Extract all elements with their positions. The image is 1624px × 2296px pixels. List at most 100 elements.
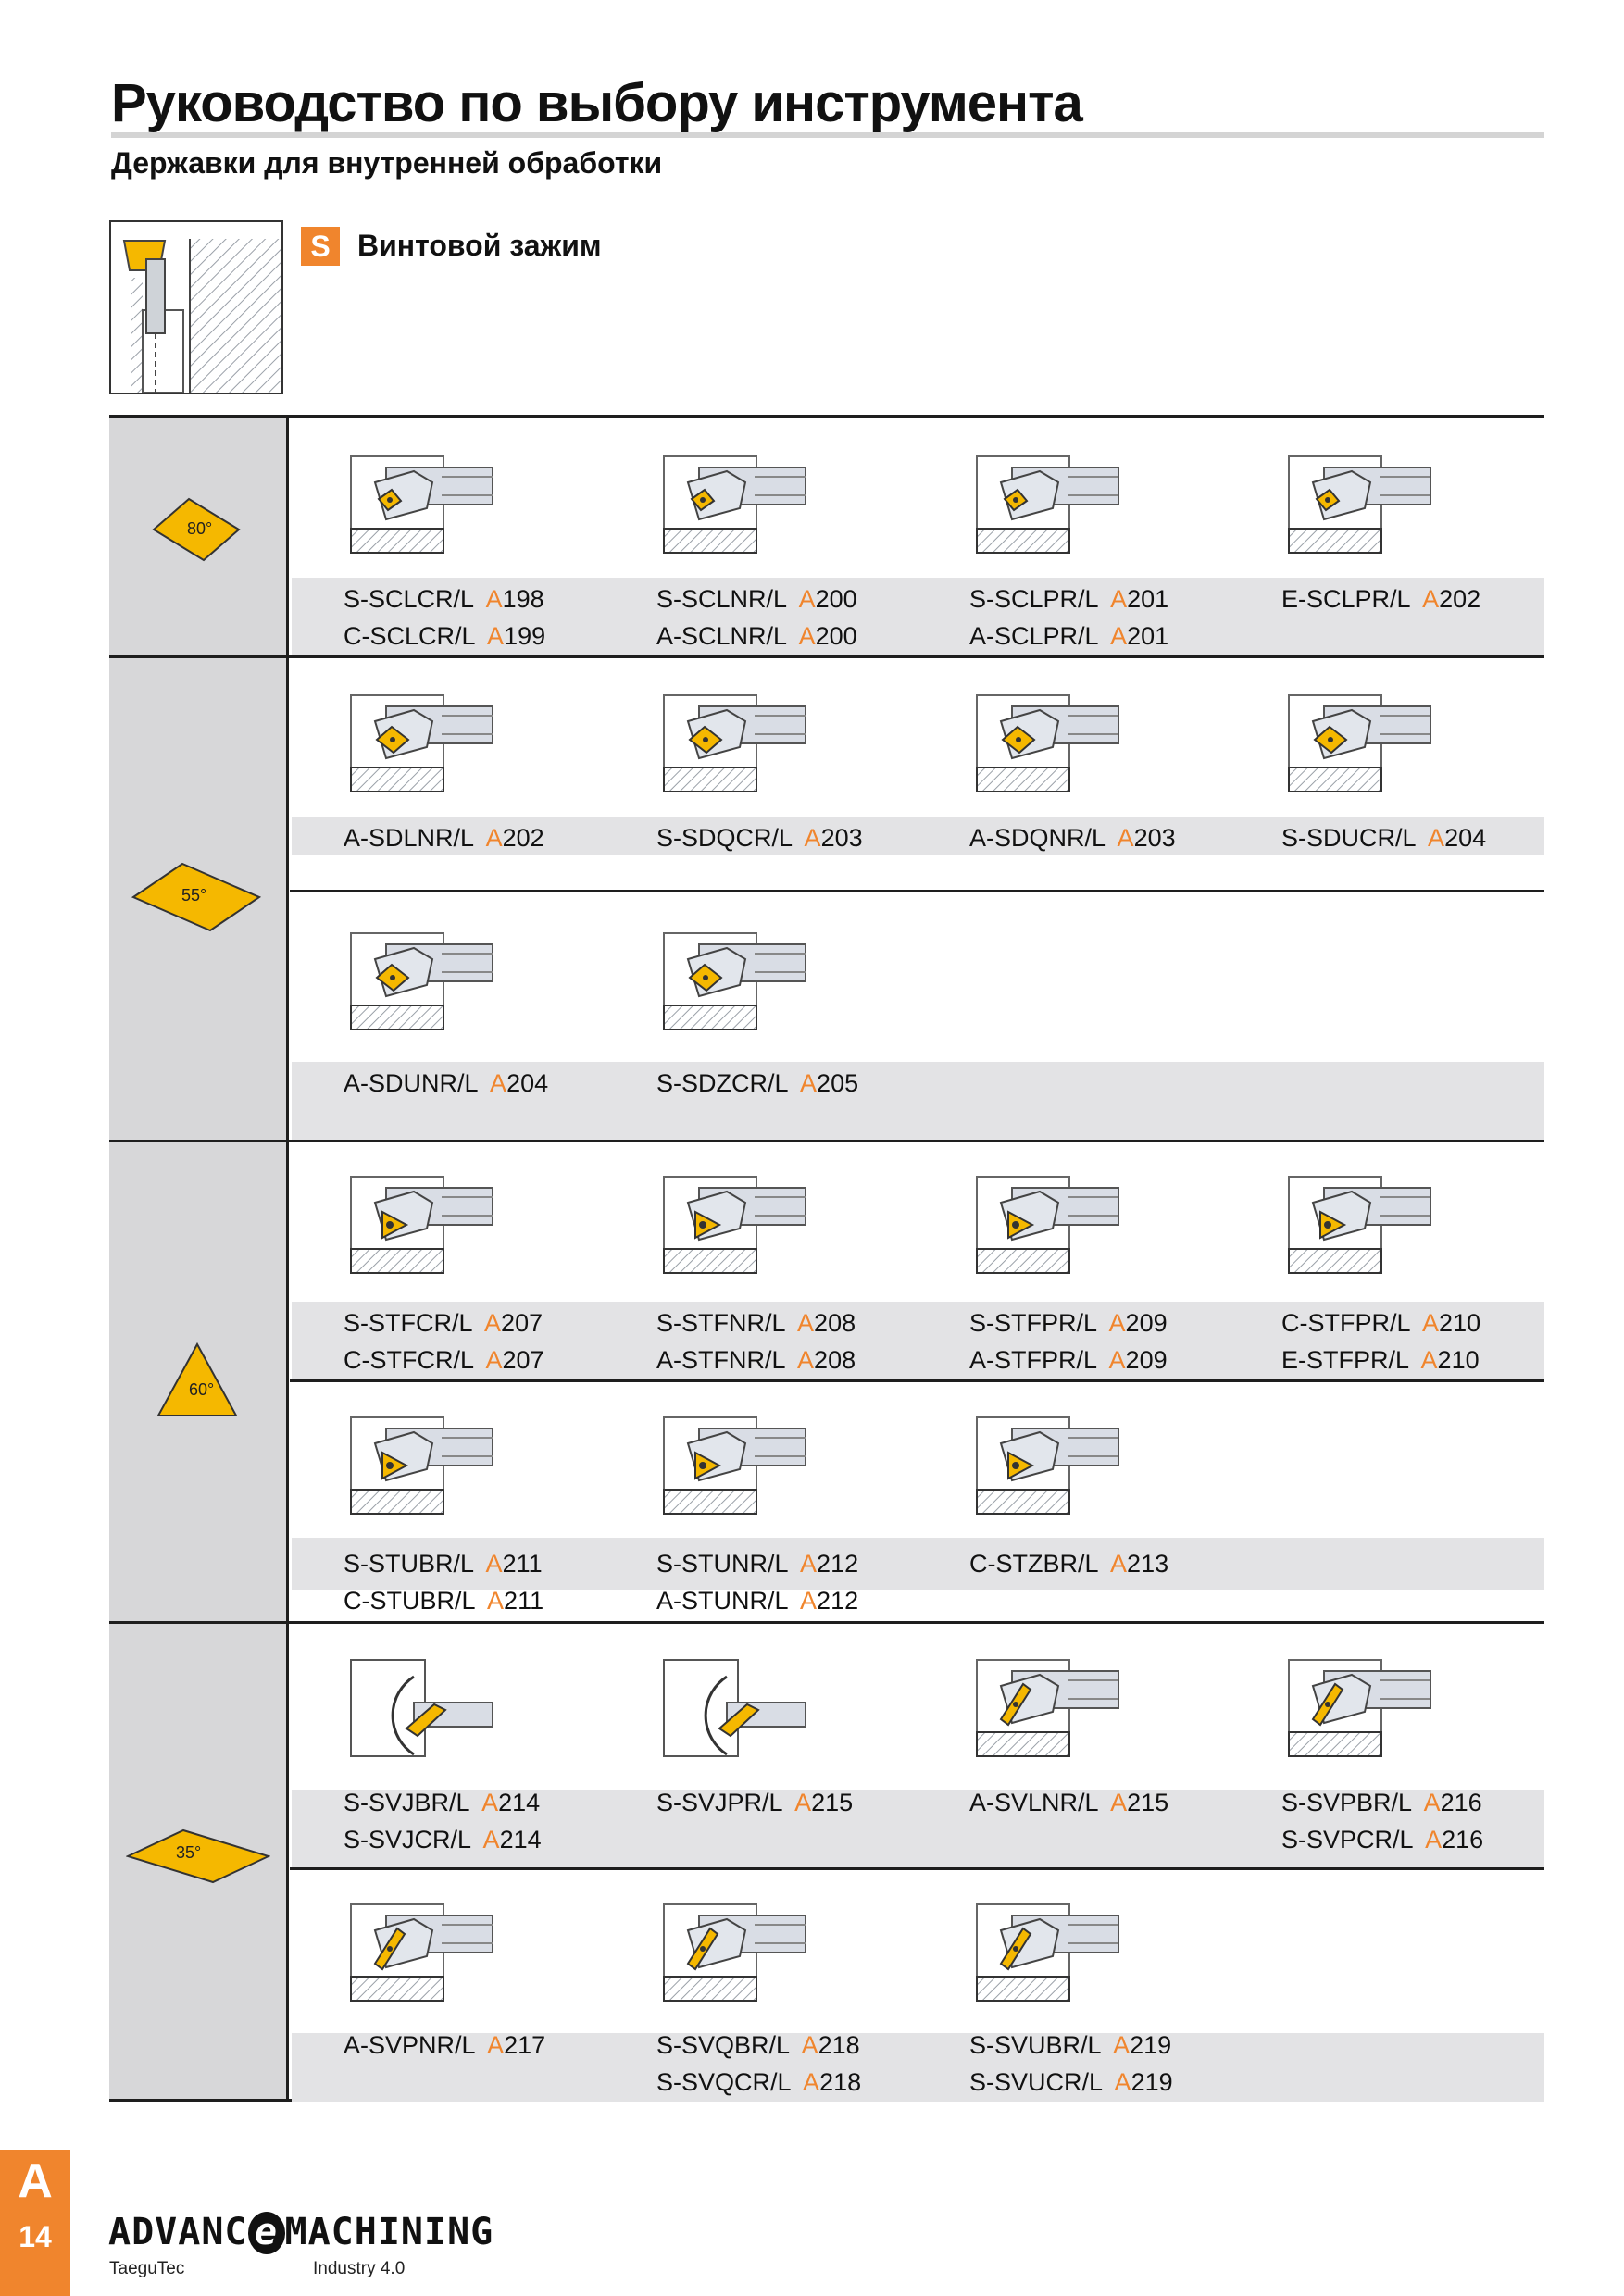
holder-code-line[interactable]: S-SCLCR/L A198 <box>344 580 545 618</box>
page-ref-number: 203 <box>1133 824 1176 852</box>
holder-code-line[interactable]: C-STFPR/L A210 <box>1281 1304 1480 1341</box>
holder-code-line[interactable]: S-SVUBR/L A219 <box>969 2027 1173 2064</box>
page-ref-prefix: A <box>490 1069 507 1097</box>
holder-code: S-SDUCR/L <box>1281 824 1429 852</box>
holder-diagram <box>1287 1175 1435 1277</box>
holder-diagram <box>1287 455 1435 556</box>
holder-code-line[interactable]: S-SVJBR/L A214 <box>344 1784 542 1821</box>
boring-bar-icon <box>350 1416 493 1515</box>
logo-text-left: ADVANC <box>108 2211 248 2253</box>
holder-code-line[interactable]: S-SVQCR/L A218 <box>656 2064 861 2101</box>
holder-code: S-SDQCR/L <box>656 824 805 852</box>
holder-code-line[interactable]: C-SCLCR/L A199 <box>344 618 545 655</box>
holder-code: A-SVLNR/L <box>969 1789 1111 1816</box>
holder-code-line[interactable]: S-STFCR/L A207 <box>344 1304 544 1341</box>
holder-code-line[interactable]: S-SDQCR/L A203 <box>656 819 863 856</box>
holder-code-line[interactable]: S-STFNR/L A208 <box>656 1304 856 1341</box>
holder-diagram <box>662 1175 810 1277</box>
holder-code: C-STFPR/L <box>1281 1309 1423 1337</box>
clamp-type-badge: S <box>301 227 340 266</box>
page-subtitle: Державки для внутренней обработки <box>111 146 663 180</box>
boring-bar-icon <box>663 1416 806 1515</box>
code-band <box>292 817 1544 855</box>
boring-bar-icon <box>1288 1176 1431 1274</box>
rhombus-35-icon <box>126 1828 270 1884</box>
holder-code-line[interactable]: A-SDUNR/L A204 <box>344 1065 548 1102</box>
holder-code-line[interactable]: A-SVPNR/L A217 <box>344 2027 545 2064</box>
holder-code-line[interactable]: C-STUBR/L A211 <box>344 1582 543 1619</box>
holder-diagram <box>662 693 810 795</box>
page-ref-number: 200 <box>815 585 857 613</box>
logo-e-mark: e <box>247 2212 285 2254</box>
holder-code-line[interactable]: S-SVJCR/L A214 <box>344 1821 542 1858</box>
holder-codes: S-SDZCR/L A205 <box>656 1065 858 1102</box>
holder-code-line[interactable]: S-SCLNR/L A200 <box>656 580 857 618</box>
holder-code-line[interactable]: S-STUBR/L A211 <box>344 1545 543 1582</box>
section-tab <box>0 2150 70 2296</box>
holder-code-line[interactable]: S-SVPCR/L A216 <box>1281 1821 1483 1858</box>
code-band <box>292 1062 1544 1140</box>
holder-code-line[interactable]: A-STUNR/L A212 <box>656 1582 858 1619</box>
holder-diagram <box>349 1416 497 1517</box>
logo-text-right: MACHINING <box>284 2211 494 2253</box>
holder-code-line[interactable]: S-SVQBR/L A218 <box>656 2027 861 2064</box>
page-ref-prefix: A <box>803 2068 820 2096</box>
holder-code: A-STFNR/L <box>656 1346 798 1374</box>
holder-diagram <box>975 1658 1123 1760</box>
holder-code-line[interactable]: A-SDQNR/L A203 <box>969 819 1176 856</box>
holder-code-line[interactable]: S-STUNR/L A212 <box>656 1545 858 1582</box>
code-band <box>292 1302 1544 1379</box>
holder-codes: A-SDQNR/L A203 <box>969 819 1176 856</box>
holder-code: S-SDZCR/L <box>656 1069 801 1097</box>
boring-bar-icon <box>350 1659 493 1757</box>
holder-codes: S-SDUCR/L A204 <box>1281 819 1486 856</box>
holder-code: S-SVJBR/L <box>344 1789 482 1816</box>
holder-code-line[interactable]: S-SCLPR/L A201 <box>969 580 1168 618</box>
holder-code-line[interactable]: A-SCLPR/L A201 <box>969 618 1168 655</box>
holder-code-line[interactable]: C-STFCR/L A207 <box>344 1341 544 1379</box>
page-ref-prefix: A <box>797 1346 815 1374</box>
holder-diagram <box>349 1658 497 1760</box>
boring-bar-icon <box>350 1903 493 2002</box>
holder-code-line[interactable]: C-STZBR/L A213 <box>969 1545 1168 1582</box>
holder-code: C-STUBR/L <box>344 1587 488 1615</box>
screw-clamp-diagram <box>109 220 283 394</box>
holder-code-line[interactable]: S-SDUCR/L A204 <box>1281 819 1486 856</box>
holder-diagram <box>975 1416 1123 1517</box>
holder-code-line[interactable]: E-STFPR/L A210 <box>1281 1341 1480 1379</box>
holder-code-line[interactable]: S-SVUCR/L A219 <box>969 2064 1173 2101</box>
holder-code: S-SVQCR/L <box>656 2068 804 2096</box>
page-ref-number: 212 <box>817 1550 859 1578</box>
holder-code-line[interactable]: A-SCLNR/L A200 <box>656 618 857 655</box>
page-ref-prefix: A <box>1110 1789 1128 1816</box>
holder-code-line[interactable]: A-STFPR/L A209 <box>969 1341 1168 1379</box>
page-ref-number: 215 <box>1127 1789 1169 1816</box>
holder-code-line[interactable]: S-SVPBR/L A216 <box>1281 1784 1483 1821</box>
page-ref-prefix: A <box>487 1587 505 1615</box>
holder-code-line[interactable]: A-SDLNR/L A202 <box>344 819 544 856</box>
code-band <box>292 1538 1544 1590</box>
holder-code: S-SVPBR/L <box>1281 1789 1424 1816</box>
clamp-type-label: Винтовой зажим <box>357 229 602 262</box>
holder-code-line[interactable]: A-STFNR/L A208 <box>656 1341 856 1379</box>
holder-code-line[interactable]: E-SCLPR/L A202 <box>1281 580 1480 618</box>
boring-bar-icon <box>663 1176 806 1274</box>
insert-angle-label: 55° <box>181 886 207 905</box>
holder-code-line[interactable]: S-SDZCR/L A205 <box>656 1065 858 1102</box>
page-ref-number: 202 <box>502 824 544 852</box>
holder-code-line[interactable]: A-SVLNR/L A215 <box>969 1784 1168 1821</box>
holder-diagram <box>975 1903 1123 2004</box>
page-ref-number: 208 <box>814 1309 856 1337</box>
holder-code: S-SCLNR/L <box>656 585 799 613</box>
holder-code: S-SVUBR/L <box>969 2031 1114 2059</box>
holder-code-line[interactable]: S-SVJPR/L A215 <box>656 1784 853 1821</box>
page-ref-number: 198 <box>502 585 544 613</box>
holder-code: S-SVJCR/L <box>344 1826 483 1853</box>
holder-diagram <box>1287 693 1435 795</box>
holder-code-line[interactable]: S-STFPR/L A209 <box>969 1304 1168 1341</box>
page-ref-number: 214 <box>498 1789 541 1816</box>
logo-brand: TaeguTec <box>109 2259 185 2278</box>
